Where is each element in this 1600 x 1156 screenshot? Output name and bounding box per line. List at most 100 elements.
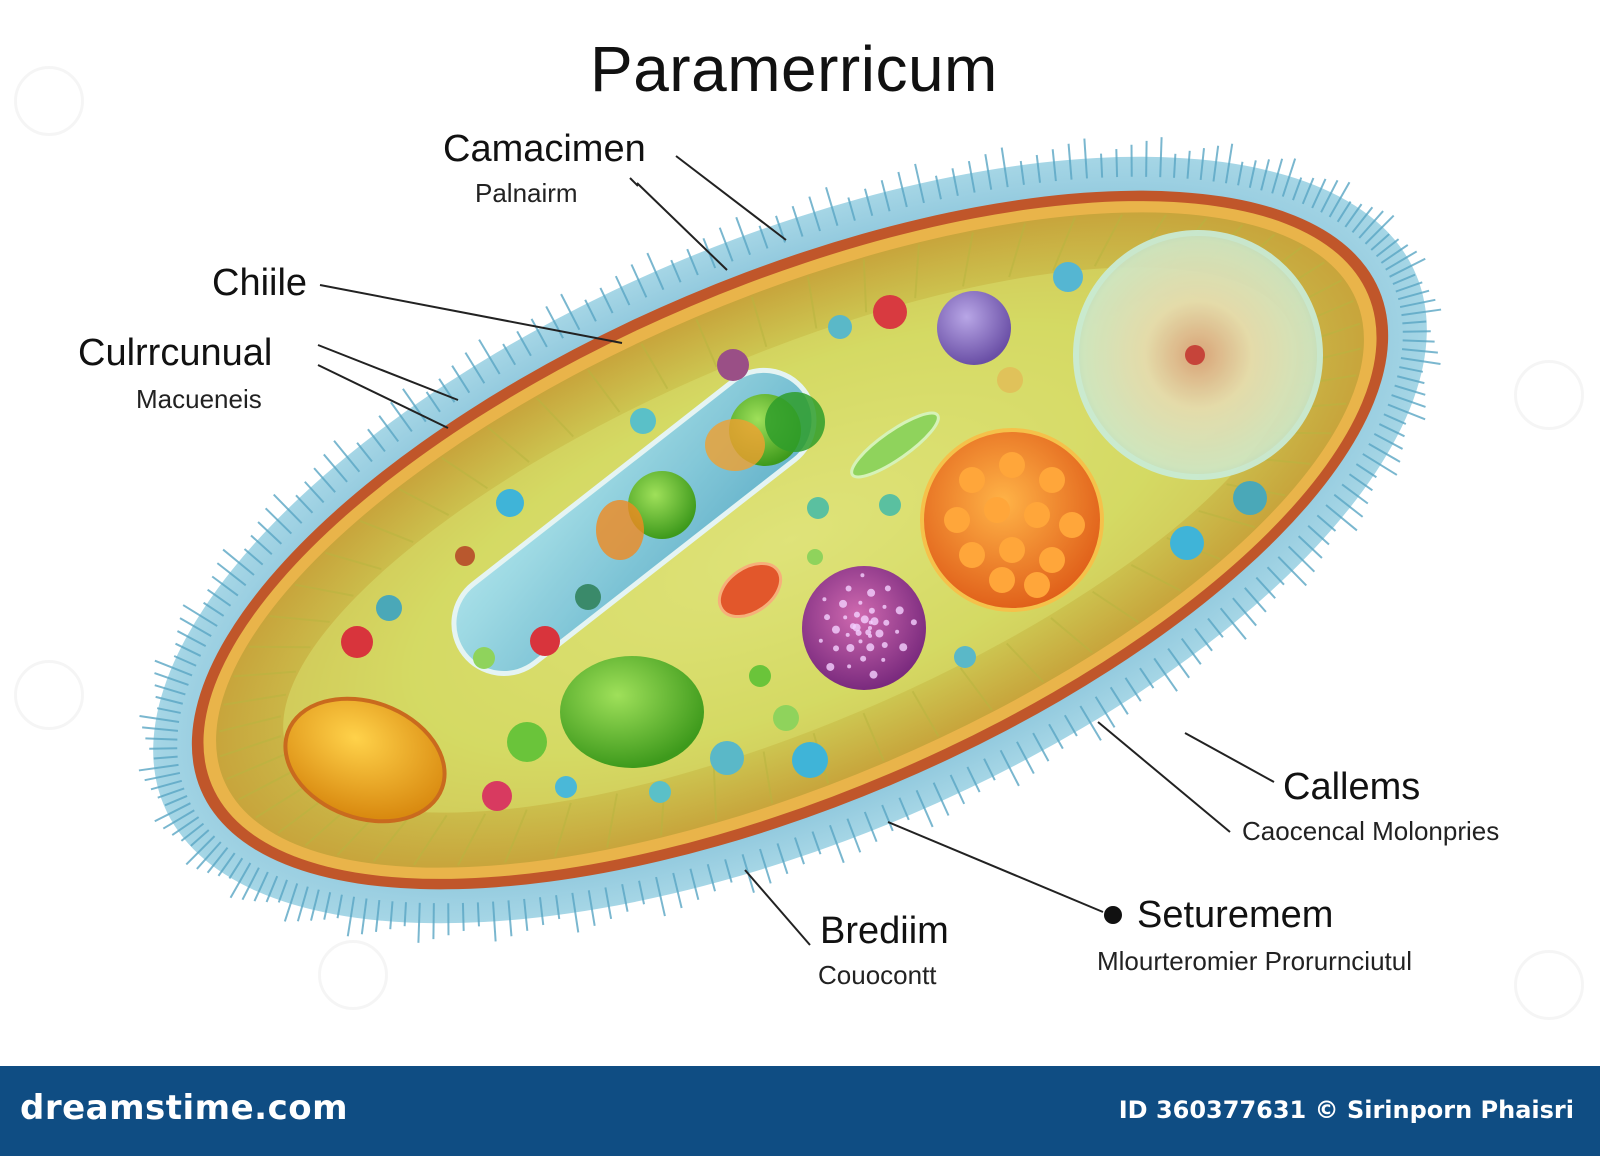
leader-lines: [317, 155, 1275, 946]
cilium: [571, 892, 580, 933]
paramecium-illustration: [138, 137, 1442, 946]
cilium: [217, 852, 236, 877]
cilium: [1355, 463, 1377, 479]
granule: [984, 497, 1010, 523]
granule: [1024, 502, 1050, 528]
cilium: [139, 715, 180, 723]
cilium: [1325, 504, 1358, 532]
label-chiile: Chiile: [212, 262, 308, 304]
cilium: [984, 154, 993, 190]
cilium: [323, 892, 332, 920]
cilium: [162, 809, 195, 830]
cilium: [478, 339, 501, 375]
cilium: [759, 848, 772, 884]
pellicle-ridge: [712, 767, 718, 821]
image-credit: ID 360377631 © Sirinporn Phaisri: [1118, 1096, 1574, 1124]
pellicle-ridge: [554, 802, 572, 857]
pellicle-ridge: [238, 769, 296, 801]
cilium: [1391, 394, 1426, 408]
cilium: [356, 442, 373, 463]
pellicle-ridge: [269, 615, 330, 623]
cilium: [776, 843, 789, 875]
brand-logo[interactable]: dreamstime.com: [20, 1088, 349, 1128]
pellicle-ridge: [536, 397, 575, 438]
nucleus-granules: [944, 452, 1085, 598]
cilium: [864, 188, 874, 217]
cilium: [1051, 149, 1057, 182]
cilium: [243, 548, 264, 566]
cilium: [1311, 178, 1327, 209]
cilium: [451, 365, 471, 394]
pellicle-ridge: [325, 551, 382, 570]
pellicle-ridges: [218, 214, 1362, 866]
cilium: [1115, 149, 1119, 178]
cilium: [367, 428, 386, 453]
cilium: [464, 352, 486, 384]
granule: [944, 507, 970, 533]
pellicle-ridge: [359, 519, 414, 543]
cilium: [846, 818, 862, 853]
cilium: [1402, 339, 1435, 343]
watermark-icon: [14, 660, 84, 730]
cilium: [154, 672, 189, 686]
pellicle-ridge: [487, 426, 530, 463]
cilium: [336, 894, 343, 919]
cilium: [1094, 696, 1116, 728]
granule: [895, 629, 900, 634]
cilium: [304, 481, 325, 504]
cilium: [599, 287, 614, 314]
cilium: [1328, 181, 1351, 218]
granule: [868, 607, 875, 614]
chloroplast: [628, 471, 696, 539]
cilium: [1248, 160, 1257, 188]
pellicle-ridge: [1092, 590, 1139, 623]
granule: [852, 623, 861, 632]
cilium: [156, 707, 181, 714]
cilium: [257, 521, 283, 545]
pellicle-ridge: [806, 276, 818, 329]
granule: [866, 643, 875, 652]
granule: [999, 452, 1025, 478]
food-particle: [717, 561, 783, 619]
cilium: [222, 548, 255, 576]
pellicle-ridge: [226, 753, 286, 781]
cilium: [1348, 473, 1373, 492]
pellicle-ridge: [457, 813, 487, 866]
cilium: [689, 868, 700, 901]
cilium: [296, 886, 309, 922]
cilium: [1287, 545, 1316, 573]
cilium: [1153, 657, 1178, 692]
cilium: [967, 160, 976, 193]
cilium: [1048, 723, 1064, 750]
cilium: [630, 264, 648, 298]
cilium: [1186, 150, 1191, 179]
cilium: [1385, 250, 1418, 271]
cilium: [1130, 144, 1133, 177]
cilium: [1402, 330, 1431, 333]
label-camacimen-sub: Palnairm: [475, 178, 578, 208]
cilium: [545, 305, 564, 339]
cilium: [179, 617, 212, 637]
cilium: [272, 493, 303, 524]
granule: [847, 664, 852, 669]
granule: [989, 567, 1015, 593]
cilium: [1389, 257, 1426, 278]
pellicle-ridge: [695, 318, 718, 368]
granule: [824, 614, 831, 621]
cilium: [1394, 384, 1426, 396]
watermark-icon: [318, 940, 388, 1010]
cilium: [1237, 161, 1244, 186]
cilium: [791, 205, 804, 237]
cilium: [150, 779, 183, 791]
granule: [881, 657, 886, 662]
cilium: [228, 857, 244, 879]
cilium: [1145, 140, 1148, 177]
cilium: [655, 876, 666, 917]
bullet-icon: [1104, 906, 1122, 924]
vesicle: [937, 291, 1011, 365]
label-callems: Callems: [1283, 766, 1421, 808]
cilium: [417, 902, 421, 943]
cilium: [277, 879, 288, 903]
granule: [826, 662, 835, 671]
cilium: [155, 695, 184, 705]
